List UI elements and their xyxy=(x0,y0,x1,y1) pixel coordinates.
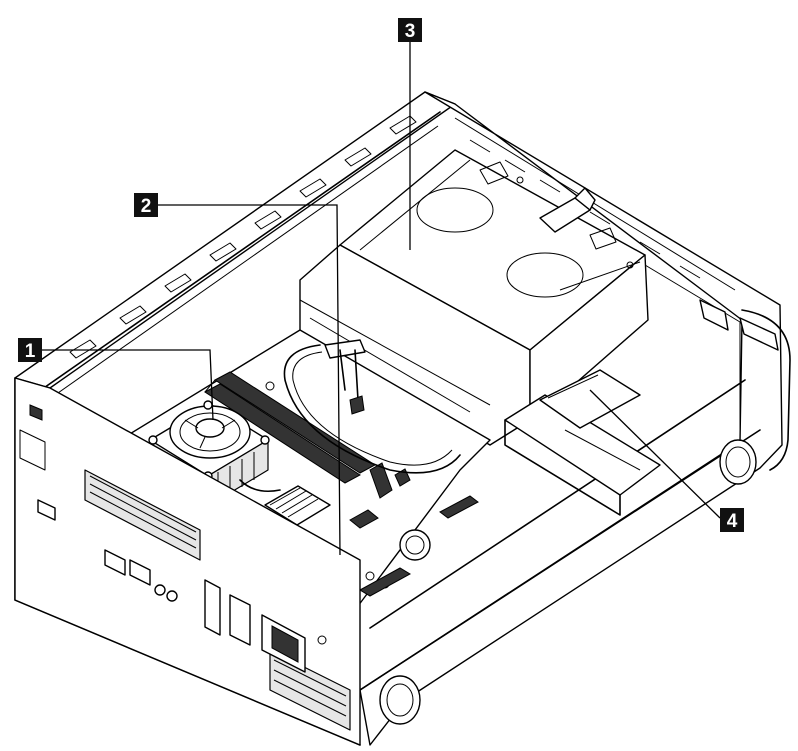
callout-1: 1 xyxy=(18,338,42,362)
callout-2-label: 2 xyxy=(141,196,152,217)
rear-io-panel xyxy=(14,377,361,746)
right-wall-slots xyxy=(379,139,779,725)
leader-line-1 xyxy=(42,349,214,421)
hard-drive-bay xyxy=(504,369,661,516)
callout-2: 2 xyxy=(134,193,158,217)
callout-1-label: 1 xyxy=(25,341,36,362)
cables xyxy=(239,339,461,493)
leader-line-4 xyxy=(589,389,721,519)
leader-line-2 xyxy=(158,204,341,556)
cpu-cooler xyxy=(148,400,270,507)
callout-3-label: 3 xyxy=(405,21,416,42)
callout-3: 3 xyxy=(398,18,422,42)
optical-drive-cage xyxy=(299,149,649,446)
callout-4-label: 4 xyxy=(727,511,738,532)
callout-4: 4 xyxy=(720,508,744,532)
leader-lines xyxy=(42,42,721,556)
chassis-shell xyxy=(14,91,791,746)
rail-tabs xyxy=(69,115,417,359)
